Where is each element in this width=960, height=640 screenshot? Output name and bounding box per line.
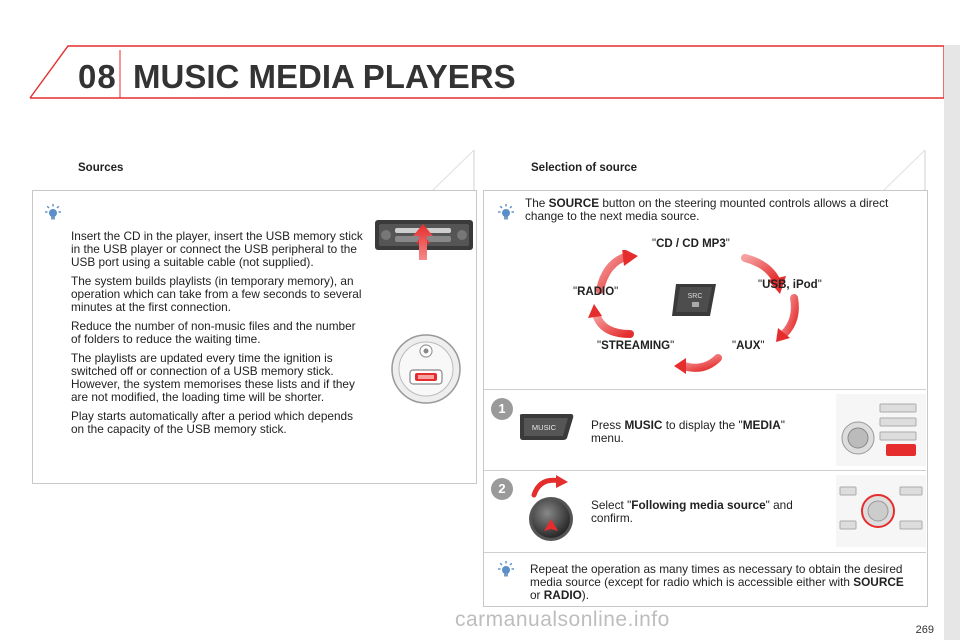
step-2-bold: Following media source: [631, 498, 766, 512]
note-radio-bold: RADIO: [543, 588, 582, 602]
radio-panel-illustration: [836, 394, 926, 466]
step-2-post: " and confirm.: [591, 498, 793, 525]
step-1-media-bold: MEDIA: [742, 418, 781, 432]
info-bulb-icon: [45, 204, 61, 220]
source-streaming: "STREAMING": [597, 340, 675, 352]
note-mid: or: [530, 588, 544, 602]
intro-text-pre: The: [525, 196, 549, 210]
page-number: 269: [915, 624, 934, 636]
steering-source-button: SRC: [672, 284, 716, 316]
rotary-knob-illustration: [529, 475, 573, 551]
watermark: carmanualsonline.info: [455, 608, 670, 631]
source-radio: "RADIO": [573, 286, 619, 298]
step-2-badge: 2: [491, 478, 513, 500]
sources-text: Insert the CD in the player, insert the …: [71, 230, 366, 442]
source-aux-label: AUX: [736, 340, 761, 352]
step-1-mid: to display the ": [662, 418, 743, 432]
page-side-strip: [944, 45, 960, 640]
step-1-badge: 1: [491, 398, 513, 420]
source-button-intro: The SOURCE button on the steering mounte…: [525, 197, 890, 223]
selection-heading: Selection of source: [531, 162, 638, 174]
step-1-text: Press MUSIC to display the "MEDIA" menu.: [591, 419, 816, 445]
radio-knob-panel-illustration: [836, 475, 926, 547]
step-1-music-bold: MUSIC: [624, 418, 663, 432]
src-button-label: SRC: [688, 293, 703, 300]
info-bulb-icon: [498, 561, 514, 577]
divider: [484, 470, 926, 471]
source-usb: "USB, iPod": [758, 279, 822, 291]
source-aux: "AUX": [732, 340, 765, 352]
music-button-label: MUSIC: [532, 423, 557, 432]
source-usb-label: USB, iPod: [762, 279, 818, 291]
source-radio-label: RADIO: [577, 286, 615, 298]
intro-source-bold: SOURCE: [548, 196, 600, 210]
music-button-illustration: MUSIC: [519, 414, 574, 440]
sources-paragraph: Reduce the number of non-music files and…: [71, 319, 356, 346]
source-cycle-arrows: [588, 250, 799, 374]
note-pre: Repeat the operation as many times as ne…: [530, 562, 903, 589]
note-post: ).: [581, 588, 590, 602]
source-cd-label: CD / CD MP3: [656, 238, 726, 250]
repeat-operation-note: Repeat the operation as many times as ne…: [530, 563, 910, 602]
usb-port-illustration: [391, 334, 461, 404]
step-2-text: Select "Following media source" and conf…: [591, 499, 821, 525]
info-bulb-icon: [498, 204, 514, 220]
divider: [484, 552, 926, 553]
sources-paragraph: The playlists are updated every time the…: [71, 351, 355, 404]
source-streaming-label: STREAMING: [601, 340, 671, 352]
sources-paragraph: Insert the CD in the player, insert the …: [71, 229, 363, 269]
chapter-title: MUSIC MEDIA PLAYERS: [133, 58, 516, 95]
sources-paragraph: Play starts automatically after a period…: [71, 409, 353, 436]
insert-arrow-icon: [413, 224, 433, 260]
source-cd: "CD / CD MP3": [652, 238, 730, 250]
step-1-post: " menu.: [591, 418, 785, 445]
intro-text-post: button on the steering mounted controls …: [525, 196, 889, 223]
note-source-bold: SOURCE: [853, 575, 904, 589]
divider: [484, 389, 926, 390]
chapter-number: 08: [78, 58, 117, 95]
sources-heading: Sources: [78, 162, 124, 174]
step-1-pre: Press: [591, 418, 625, 432]
step-2-pre: Select ": [591, 498, 632, 512]
sources-paragraph: The system builds playlists (in temporar…: [71, 274, 362, 314]
